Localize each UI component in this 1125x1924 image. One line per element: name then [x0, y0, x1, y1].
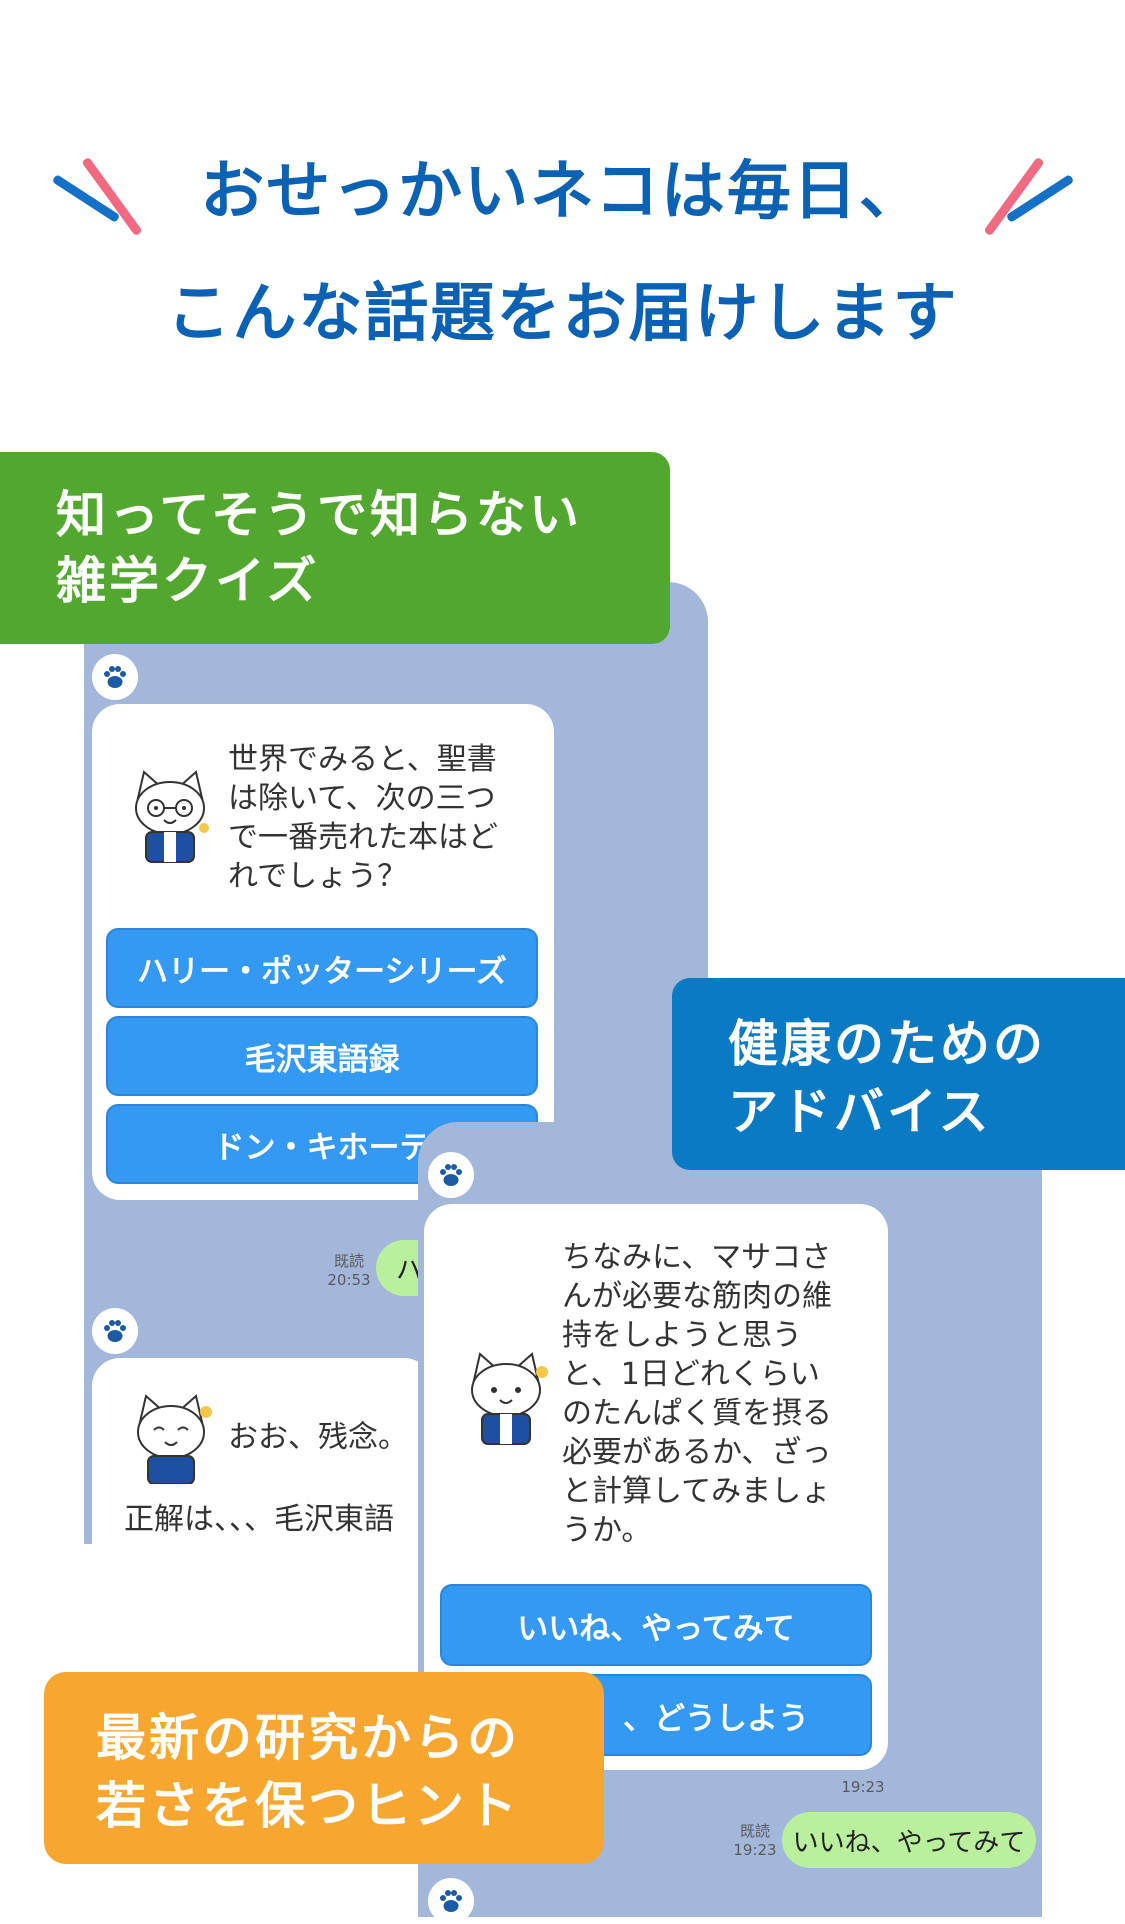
headline-line-2: こんな話題をお届けします [166, 277, 959, 351]
quiz-option-don-quixote[interactable]: ドン・キホーテ [106, 1104, 538, 1184]
advice-option-yes[interactable]: いいね、やってみて [440, 1584, 872, 1666]
advice-message-line: のたんぱく質を摂る [562, 1396, 832, 1431]
label-research-line: 最新の研究からの [96, 1709, 520, 1767]
read-time: 19:23 [733, 1841, 777, 1859]
read-receipt: 既読 20:53 [326, 1252, 372, 1290]
advice-message-line: うか。 [562, 1513, 652, 1548]
label-health-line: アドバイス [728, 1083, 992, 1141]
cat-mascot-icon [135, 770, 209, 863]
cat-mascot-icon [137, 1394, 212, 1484]
quiz-question-line: で一番売れた本はど [228, 820, 498, 855]
headline-line-1: おせっかいネコは毎日、 [200, 155, 925, 229]
quiz-option-mao[interactable]: 毛沢東語録 [106, 1016, 538, 1096]
label-health-advice: 健康のための アドバイス [672, 978, 1125, 1170]
label-health-line: 健康のための [728, 1015, 1046, 1073]
label-trivia-quiz: 知ってそうで知らない 雑学クイズ [0, 452, 670, 644]
advice-message-line: と計算してみましょ [562, 1474, 832, 1509]
quiz-question-line: は除いて、次の三つ [228, 781, 496, 816]
quiz-question: 世界でみると、聖書 は除いて、次の三つ で一番売れた本はど れでしょう？ [228, 740, 540, 896]
quiz-question-line: れでしょう？ [228, 859, 408, 894]
quiz-question-line: 世界でみると、聖書 [228, 742, 497, 777]
label-trivia-line: 知ってそうで知らない [56, 486, 582, 544]
sent-reply-bubble: いいね、やってみて [782, 1812, 1036, 1868]
read-receipt: 既読 19:23 [732, 1822, 778, 1860]
label-trivia-line: 雑学クイズ [56, 552, 320, 610]
advice-message-line: 持をしようと思う [562, 1318, 802, 1353]
advice-message-line: んが必要な筋肉の維 [562, 1279, 832, 1314]
paw-icon [92, 654, 138, 700]
cat-mascot-icon [471, 1352, 548, 1445]
advice-message-line: ちなみに、マサコさ [562, 1240, 832, 1275]
paw-icon [428, 1878, 474, 1924]
response-line-1: おお、残念。 [228, 1420, 408, 1455]
read-time: 20:53 [327, 1271, 371, 1289]
advice-bubble-time: 19:23 [841, 1778, 885, 1796]
label-research-line: 若さを保つヒント [96, 1777, 520, 1835]
paw-icon [428, 1152, 474, 1198]
read-label: 既読 [333, 1252, 364, 1270]
paw-icon [92, 1308, 138, 1354]
advice-message-line: と、1日どれくらい [562, 1357, 820, 1392]
advice-message: ちなみに、マサコさ んが必要な筋肉の維 持をしようと思う と、1日どれくらい の… [562, 1238, 878, 1550]
response-line-2: 正解は、、、毛沢東語 [124, 1502, 394, 1537]
label-youth-research: 最新の研究からの 若さを保つヒント [44, 1672, 604, 1864]
advice-message-line: 必要があるか、ざっ [562, 1435, 832, 1470]
quiz-option-harry-potter[interactable]: ハリー・ポッターシリーズ [106, 928, 538, 1008]
read-label: 既読 [739, 1822, 770, 1840]
